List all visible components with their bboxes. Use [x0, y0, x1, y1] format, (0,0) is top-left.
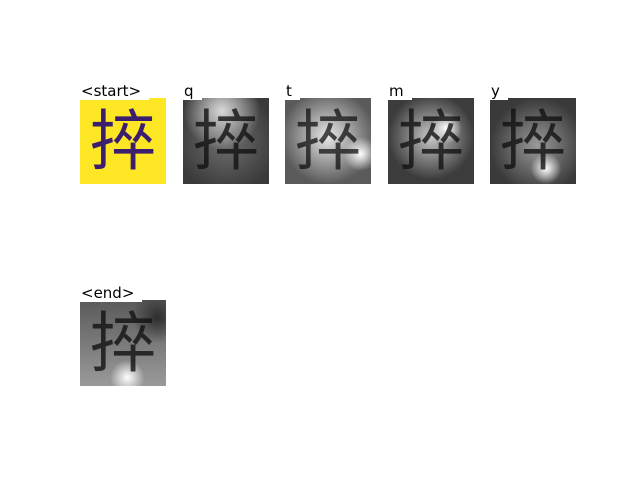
attention-map-m: 捽 — [388, 98, 474, 184]
tile-q: 捽 q — [183, 82, 269, 184]
token-label-y: y — [490, 82, 508, 100]
attention-map-t: 捽 — [285, 98, 371, 184]
token-label-m: m — [388, 82, 412, 100]
tile-m: 捽 m — [388, 82, 474, 184]
tile-end: 捽 <end> — [80, 284, 166, 386]
start-glyph: 捽 — [90, 103, 156, 180]
start-image: 捽 — [80, 98, 166, 184]
tile-start: 捽 <start> — [80, 82, 166, 184]
attention-map-end: 捽 — [80, 300, 166, 386]
tile-y: 捽 y — [490, 82, 576, 184]
token-label-q: q — [183, 82, 202, 100]
t-glyph: 捽 — [295, 103, 361, 180]
m-glyph: 捽 — [398, 103, 464, 180]
token-label-t: t — [285, 82, 300, 100]
y-glyph: 捽 — [500, 103, 566, 180]
q-glyph: 捽 — [193, 103, 259, 180]
token-label-start: <start> — [80, 82, 150, 100]
end-glyph: 捽 — [90, 305, 156, 382]
attention-map-q: 捽 — [183, 98, 269, 184]
attention-map-y: 捽 — [490, 98, 576, 184]
token-label-end: <end> — [80, 284, 143, 302]
tile-t: 捽 t — [285, 82, 371, 184]
